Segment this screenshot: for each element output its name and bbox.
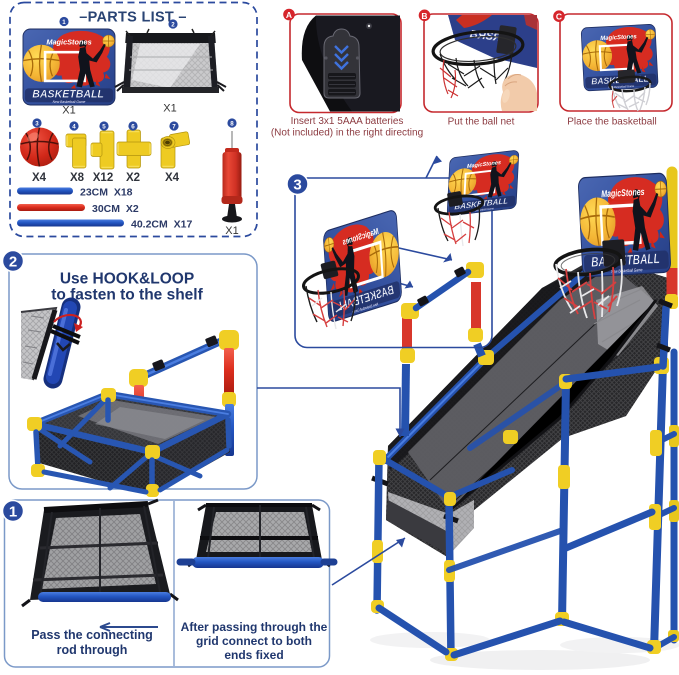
svg-text:Use HOOK&LOOP: Use HOOK&LOOP <box>60 271 194 288</box>
svg-text:3: 3 <box>293 177 301 194</box>
svg-text:8: 8 <box>230 120 234 127</box>
svg-text:X2: X2 <box>126 172 140 184</box>
svg-text:B: B <box>421 11 427 21</box>
svg-text:X4: X4 <box>32 172 47 184</box>
svg-text:3: 3 <box>35 120 39 127</box>
svg-text:X1: X1 <box>163 103 176 115</box>
svg-text:4: 4 <box>72 123 76 130</box>
svg-text:C: C <box>556 12 562 22</box>
svg-text:After passing through the: After passing through the <box>181 620 328 634</box>
svg-text:5: 5 <box>102 123 106 130</box>
svg-text:(Not included) in the right di: (Not included) in the right directing <box>271 128 423 139</box>
svg-text:7: 7 <box>172 123 176 130</box>
svg-text:X8: X8 <box>70 172 85 184</box>
svg-text:A: A <box>286 10 292 20</box>
svg-text:rod through: rod through <box>57 643 128 657</box>
svg-text:Insert 3x1 5AAA batteries: Insert 3x1 5AAA batteries <box>291 116 404 127</box>
svg-text:to fasten to the shelf: to fasten to the shelf <box>51 287 203 304</box>
svg-text:ends fixed: ends fixed <box>224 648 283 662</box>
svg-text:30CM X2: 30CM X2 <box>92 203 139 215</box>
svg-text:23CM X18: 23CM X18 <box>80 187 133 199</box>
svg-text:Pass the connecting: Pass the connecting <box>31 628 153 642</box>
svg-text:6: 6 <box>131 123 135 130</box>
svg-text:Put the ball net: Put the ball net <box>448 117 515 128</box>
svg-text:–PARTS LIST –: –PARTS LIST – <box>79 10 187 26</box>
svg-text:2: 2 <box>171 21 175 28</box>
svg-text:40.2CM X17: 40.2CM X17 <box>131 219 192 231</box>
svg-text:X12: X12 <box>93 172 113 184</box>
svg-text:2: 2 <box>9 254 17 271</box>
svg-text:X4: X4 <box>165 172 180 184</box>
svg-text:1: 1 <box>62 19 66 26</box>
svg-text:Place the basketball: Place the basketball <box>567 117 657 128</box>
svg-text:grid connect to both: grid connect to both <box>196 634 312 648</box>
svg-text:X1: X1 <box>225 225 238 237</box>
svg-text:1: 1 <box>9 504 17 521</box>
svg-text:X1: X1 <box>62 105 75 117</box>
